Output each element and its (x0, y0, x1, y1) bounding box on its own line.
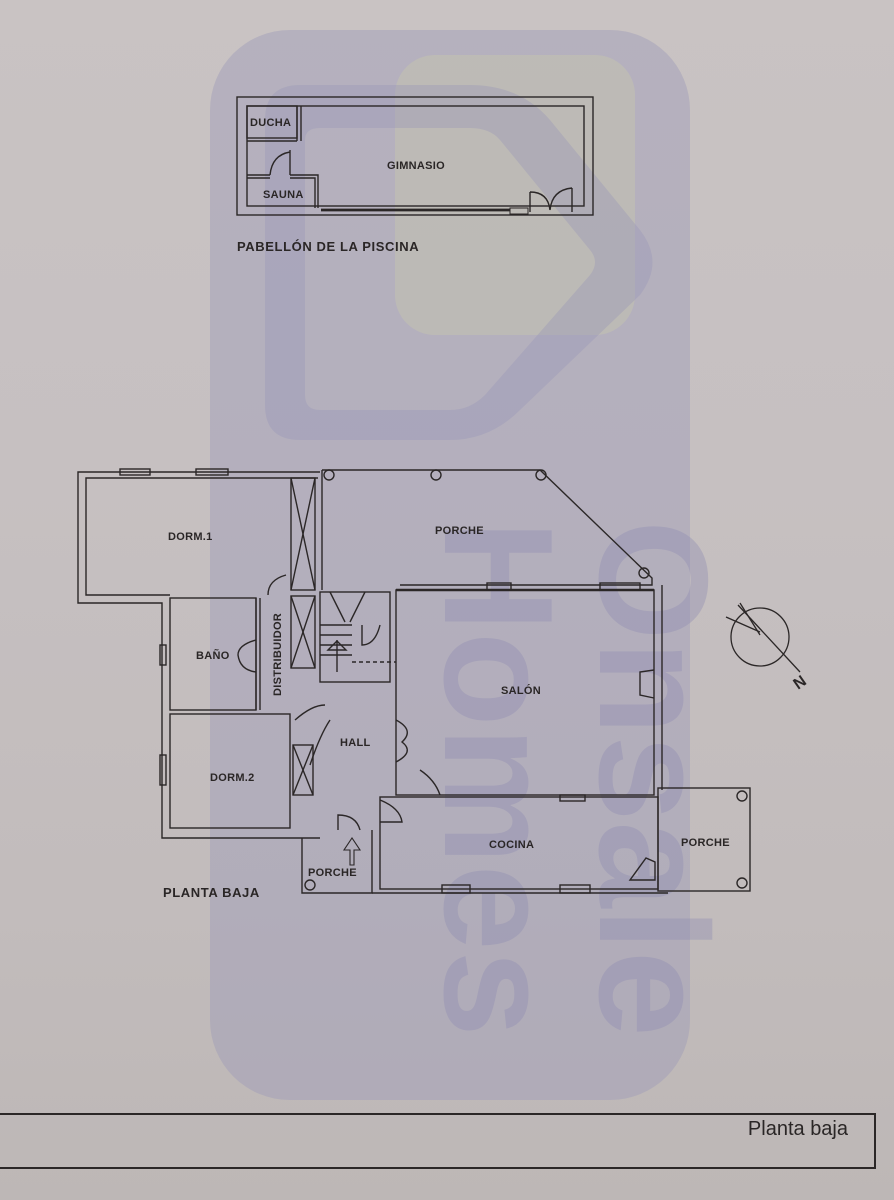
north-arrow-label: N (791, 673, 810, 694)
footer-title-block: Planta baja (0, 1113, 876, 1169)
room-label-salon: SALÓN (501, 684, 541, 697)
watermark-text-homes: Homes (412, 520, 585, 1037)
pool-pavilion-title: PABELLÓN DE LA PISCINA (237, 239, 419, 254)
room-label-bano: BAÑO (196, 649, 230, 662)
room-label-gimnasio: GIMNASIO (387, 160, 445, 172)
ground-floor-title: PLANTA BAJA (163, 885, 260, 900)
room-label-porche-entrada: PORCHE (308, 867, 357, 879)
room-label-porche-norte: PORCHE (435, 525, 484, 537)
room-label-dorm1: DORM.1 (168, 531, 213, 543)
room-label-ducha: DUCHA (250, 117, 291, 129)
room-label-porche-este: PORCHE (681, 837, 730, 849)
room-label-sauna: SAUNA (263, 189, 304, 201)
room-label-dorm2: DORM.2 (210, 772, 255, 784)
ground-floor-plan (77, 468, 751, 894)
footer-label: Planta baja (747, 1118, 848, 1140)
room-label-distribuidor: DISTRIBUIDOR (272, 613, 284, 696)
room-label-cocina: COCINA (489, 839, 534, 851)
room-label-hall: HALL (340, 737, 371, 749)
pool-pavilion-plan: DUCHA SAUNA GIMNASIO (236, 96, 594, 216)
